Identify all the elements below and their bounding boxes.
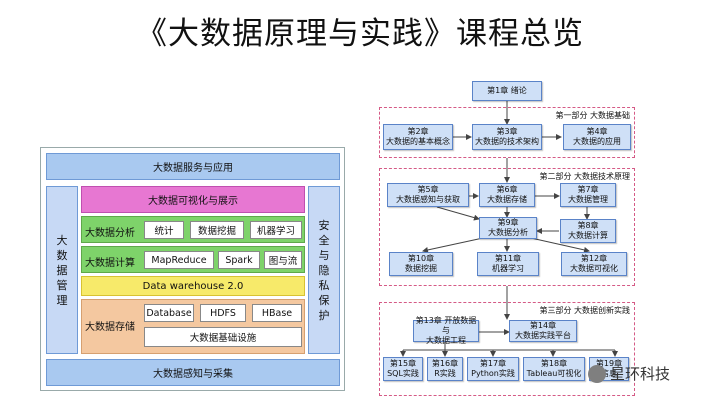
flow-connectors — [400, 101, 618, 357]
storage-label: 大数据存储 — [85, 322, 135, 333]
chip-statistics: 统计 — [144, 221, 184, 239]
storage-layer: 大数据存储 Database HDFS HBase 大数据基础设施 — [81, 299, 305, 354]
chapter-8-box: 第8章大数据计算 — [560, 219, 616, 243]
analysis-layer: 大数据分析 统计 数据挖掘 机器学习 — [81, 216, 305, 243]
chip-data-mining: 数据挖掘 — [190, 221, 244, 239]
chip-spark: Spark — [218, 251, 260, 269]
chapter-1-box: 第1章 绪论 — [472, 81, 542, 101]
chapter-13-box: 第13章 开放数据与大数据工程 — [413, 316, 479, 345]
visualization-layer: 大数据可视化与展示 — [81, 186, 305, 213]
chip-infrastructure: 大数据基础设施 — [144, 327, 302, 347]
chapter-14-box: 第14章大数据实践平台 — [509, 320, 577, 342]
page-title: 《大数据原理与实践》课程总览 — [136, 16, 584, 52]
chip-mapreduce: MapReduce — [144, 251, 214, 269]
chapter-11-box: 第11章机器学习 — [477, 252, 539, 276]
architecture-diagram: 大数据服务与应用 大 数 据 管 理 安 全 与 隐 私 保 护 大数据可视化与… — [40, 147, 345, 391]
watermark: 星环科技 — [588, 363, 670, 384]
services-applications-layer: 大数据服务与应用 — [46, 153, 340, 180]
chip-hbase: HBase — [252, 304, 302, 322]
chip-machine-learning: 机器学习 — [250, 221, 302, 239]
chapter-9-box: 第9章大数据分析 — [479, 217, 537, 239]
compute-label: 大数据计算 — [85, 258, 135, 269]
chapter-3-box: 第3章大数据的技术架构 — [472, 124, 542, 150]
part3-label: 第三部分 大数据创新实践 — [539, 306, 630, 315]
part1-label: 第一部分 大数据基础 — [555, 111, 630, 120]
data-warehouse-layer: Data warehouse 2.0 — [81, 276, 305, 296]
chapter-5-box: 第5章大数据感知与获取 — [387, 183, 469, 207]
course-flowchart: 第一部分 大数据基础 第二部分 大数据技术原理 第三部分 大数据创新实践 — [375, 76, 640, 400]
analysis-label: 大数据分析 — [85, 228, 135, 239]
sensing-collection-layer: 大数据感知与采集 — [46, 359, 340, 386]
compute-layer: 大数据计算 MapReduce Spark 图与流 — [81, 246, 305, 273]
chapter-6-box: 第6章大数据存储 — [479, 183, 535, 207]
wechat-logo-icon — [588, 364, 606, 383]
security-privacy-column: 安 全 与 隐 私 保 护 — [308, 186, 340, 354]
chapter-10-box: 第10章数据挖掘 — [389, 252, 453, 276]
chapter-12-box: 第12章大数据可视化 — [561, 252, 627, 276]
chip-hdfs: HDFS — [200, 304, 246, 322]
part2-label: 第二部分 大数据技术原理 — [539, 172, 630, 181]
chip-graph-stream: 图与流 — [264, 251, 302, 269]
data-management-column: 大 数 据 管 理 — [46, 186, 78, 354]
chapter-2-box: 第2章大数据的基本概念 — [383, 124, 453, 150]
chapter-7-box: 第7章大数据管理 — [560, 183, 616, 207]
chapter-4-box: 第4章大数据的应用 — [563, 124, 631, 150]
chip-database: Database — [144, 304, 194, 322]
